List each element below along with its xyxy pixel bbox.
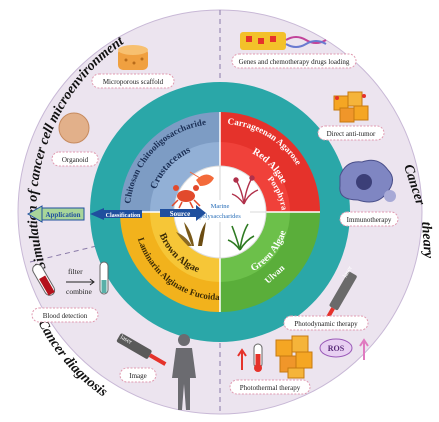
source-arrow: Source [160,205,206,221]
anti-tumor-label: Direct anti-tumor [327,130,376,138]
up-arrow-red-icon [237,348,247,370]
gene-drug-icon [240,32,327,50]
application-label: Application [45,211,80,219]
organoid-label: Organoid [62,156,89,164]
immuno-label: Immunotherapy [347,216,392,224]
ros-label: ROS [328,344,345,353]
thermometer-icon [253,343,263,372]
immune-cell-icon [339,159,396,203]
filter-label: filter [68,267,83,276]
image-label: Image [129,372,147,380]
up-arrow-pink-icon [359,338,369,360]
center-label-1: Marine [211,203,230,210]
crab-icon [171,185,201,209]
scaffold-label: Microporous scaffold [103,78,164,86]
green-seaweed-icon [227,223,255,251]
brown-seaweed-icon [176,222,206,246]
blood-tube-icon [32,264,56,296]
genes-label: Genes and chemotherapy drugs loading [239,58,350,66]
process-arrow-icon [66,278,95,286]
scaffold-icon [118,45,148,70]
tumor-cubes-icon [333,91,369,123]
source-label: Source [170,210,190,218]
therapy-title-2: theary [418,221,436,259]
ros-cubes-icon [275,335,313,379]
photothermal-label: Photothermal therapy [240,384,301,392]
application-arrow: Application [26,205,85,223]
red-seaweed-icon [231,175,259,205]
organoid-icon [58,112,90,144]
combine-label: combine [66,287,92,296]
classification-label: Classification [106,213,141,219]
photodynamic-label: Photodynamic therapy [294,320,358,328]
ros-bubble [319,338,353,358]
test-tube-icon [99,261,109,295]
classification-arrow: Classification [90,208,142,220]
imaging-laser-icon [116,333,167,366]
center-label-2: polysaccharides [199,213,241,220]
blood-label: Blood detection [43,312,88,320]
shrimp-icon [189,171,214,186]
human-silhouette-icon [172,334,196,410]
